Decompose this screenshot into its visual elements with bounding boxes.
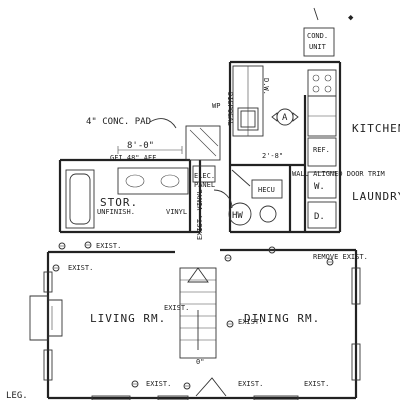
elec-panel-label-a: ELEC.	[194, 172, 215, 180]
fixture-circle	[259, 205, 277, 223]
exist-label-6: EXIST.	[238, 380, 263, 388]
exist-label-3: EXIST.	[238, 318, 263, 326]
exist-label-7: EXIST.	[304, 380, 329, 388]
dryer-label: D.	[314, 212, 325, 222]
dim-off-label: 0"	[196, 358, 204, 366]
elec-panel-area	[192, 165, 283, 209]
wall-note-label: WALL ALIGNED DOOR TRIM	[292, 170, 385, 178]
elec-panel-label-b: PANEL	[194, 181, 215, 189]
gfi-label: GFI 48" AFF	[110, 154, 156, 162]
exist-label-1: EXIST.	[96, 242, 121, 250]
dim-2ft8-label: 2'-8"	[262, 152, 283, 160]
cond-unit-label-b: UNIT	[309, 43, 327, 51]
vinyl-label: VINYL	[166, 208, 187, 216]
refr-label: REF.	[313, 146, 330, 154]
cond-unit: COND. UNIT	[303, 7, 335, 57]
exist-label-4: EXIST.	[164, 304, 189, 312]
dw-label: D.W.	[262, 78, 270, 95]
concrete-pad	[149, 118, 221, 161]
cond-unit-label-a: COND.	[307, 32, 328, 40]
living-rm-label: LIVING RM.	[90, 312, 166, 325]
laundry-appliances	[307, 171, 337, 229]
kitchen-cabinets	[232, 65, 337, 167]
storage-fixtures	[65, 146, 189, 229]
tag-a-label: A	[282, 113, 288, 123]
leg-label: LEG.	[6, 391, 28, 400]
conc-pad-label: 4" CONC. PAD	[86, 117, 151, 127]
hw-tank	[228, 202, 252, 226]
exist-label-5: EXIST.	[146, 380, 171, 388]
dining-rm-label: DINING RM.	[244, 312, 320, 325]
unfinish-label: UNFINISH.	[97, 208, 135, 216]
kitchen-label: KITCHEN	[352, 122, 400, 135]
wp-label: WP	[212, 102, 220, 110]
washer-label: W.	[314, 182, 325, 192]
laundry-label: LAUNDRY	[352, 190, 400, 203]
disposal-label: DISPOSAL	[226, 92, 234, 126]
hecu-label: HECU	[258, 186, 275, 194]
exist-vinyl-label: EXIST. VINYL	[196, 189, 204, 240]
north-mark: ◆	[348, 13, 354, 23]
outlet-symbols	[52, 241, 334, 390]
remove-exist-label: REMOVE EXIST.	[313, 253, 368, 261]
main-walls	[46, 60, 358, 400]
hw-label: HW	[232, 211, 243, 221]
exist-label-2: EXIST.	[68, 264, 93, 272]
stor-label: STOR.	[100, 196, 138, 209]
dim-8ft-label: 8'-0"	[127, 141, 154, 151]
living-area-details	[29, 267, 361, 400]
